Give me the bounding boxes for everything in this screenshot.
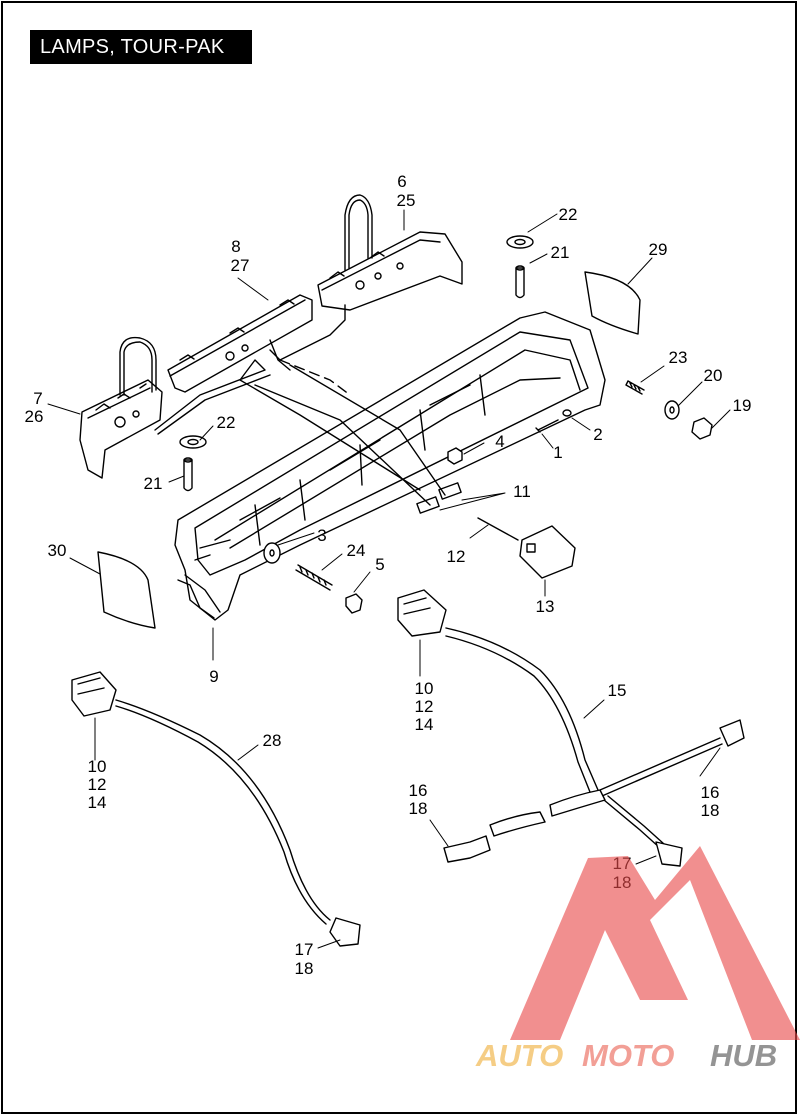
callout-22a: 22 [559, 205, 578, 224]
callout-3: 3 [317, 526, 326, 545]
reflectors [97, 271, 641, 629]
callout-16b: 16 [701, 783, 720, 802]
harness-left [71, 671, 361, 947]
callout-23: 23 [669, 348, 688, 367]
callout-4: 4 [495, 432, 504, 451]
watermark-logo: AUTO MOTO HUB [475, 846, 800, 1073]
hardware-right [625, 380, 713, 440]
callout-12b: 12 [415, 697, 434, 716]
callout-9: 9 [209, 667, 218, 686]
harness-right [397, 589, 745, 867]
callout-27: 27 [231, 256, 250, 275]
callout-10a: 10 [88, 757, 107, 776]
callout-19: 19 [733, 396, 752, 415]
leader-lines [47, 209, 731, 949]
terminal-and-housing [477, 517, 576, 579]
callout-29: 29 [649, 240, 668, 259]
callout-14a: 14 [88, 793, 107, 812]
callout-17a: 17 [295, 940, 314, 959]
watermark-hub: HUB [710, 1038, 777, 1073]
watermark-moto: MOTO [582, 1038, 674, 1073]
callout-20: 20 [704, 366, 723, 385]
callout-28: 28 [263, 731, 282, 750]
lamp-wires [154, 304, 446, 506]
wire-connectors [416, 482, 462, 514]
callout-13: 13 [536, 597, 555, 616]
callout-7: 7 [33, 389, 42, 408]
callout-12a: 12 [88, 775, 107, 794]
pins [183, 265, 525, 492]
lamp-left [79, 336, 163, 479]
lamp-middle [167, 294, 313, 393]
callout-26: 26 [25, 407, 44, 426]
callout-18b: 18 [701, 801, 720, 820]
hardware-left [263, 542, 363, 614]
callout-labels: 6 25 8 27 7 26 22 21 29 23 20 19 2 1 4 2… [25, 172, 752, 978]
page-title: LAMPS, TOUR-PAK [30, 30, 252, 64]
callout-25: 25 [397, 191, 416, 210]
callout-8: 8 [231, 237, 240, 256]
callout-16a: 16 [409, 781, 428, 800]
callout-14b: 14 [415, 715, 434, 734]
hardware-center [447, 409, 572, 465]
callout-18c: 18 [295, 959, 314, 978]
watermark-auto: AUTO [475, 1038, 563, 1073]
lamp-right [317, 194, 463, 311]
callout-2: 2 [593, 425, 602, 444]
callout-21a: 21 [551, 243, 570, 262]
callout-18a: 18 [409, 799, 428, 818]
callout-30: 30 [48, 541, 67, 560]
callout-12c: 12 [447, 547, 466, 566]
callout-11: 11 [513, 482, 531, 501]
callout-5: 5 [375, 555, 384, 574]
callout-10b: 10 [415, 679, 434, 698]
grommets [179, 235, 534, 449]
watermark-shape-icon [510, 846, 800, 1040]
callout-6: 6 [397, 172, 406, 191]
callout-22b: 22 [217, 413, 236, 432]
callout-21b: 21 [144, 474, 163, 493]
callout-1: 1 [553, 443, 562, 462]
callout-24: 24 [347, 541, 366, 560]
callout-15: 15 [608, 681, 627, 700]
